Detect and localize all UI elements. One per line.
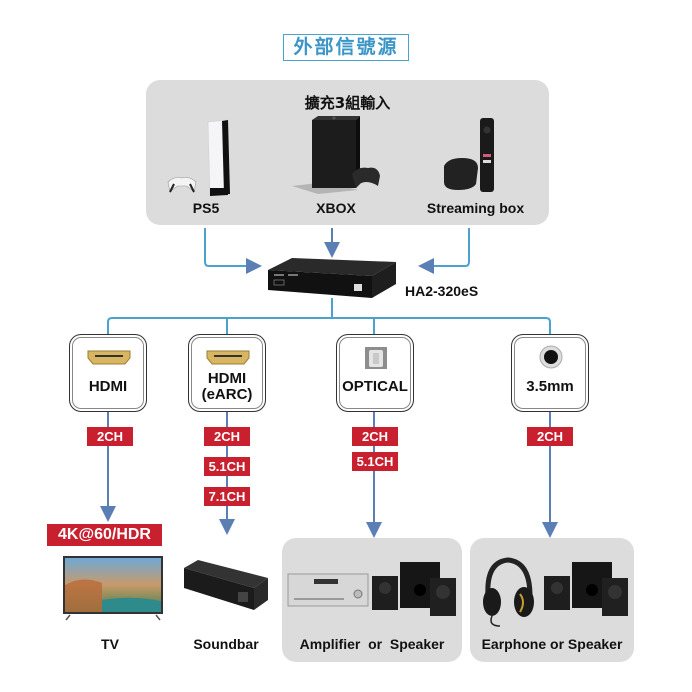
earphone-speaker-panel: Earphone or Speaker — [470, 538, 634, 662]
soundbar-icon — [184, 560, 268, 610]
port-label-optical: OPTICAL — [342, 378, 408, 395]
ps5-console-icon — [167, 119, 230, 197]
headphones-icon — [483, 557, 534, 627]
channel-badge: 2CH — [352, 427, 398, 446]
input-line-streaming — [418, 228, 470, 274]
source-label-streaming-box: Streaming box — [426, 200, 525, 216]
destination-label-tv: TV — [101, 636, 119, 652]
switch-device-icon — [268, 258, 396, 298]
audio-jack-icon — [539, 345, 563, 369]
output-port-optical: OPTICAL — [336, 334, 414, 412]
output-bus — [107, 298, 551, 334]
output-port-hdmi: HDMI — [69, 334, 147, 412]
channel-badge: 5.1CH — [204, 457, 250, 476]
xbox-console-icon — [292, 116, 380, 194]
channel-badge: 2CH — [204, 427, 250, 446]
port-label-hdmi-earc-line1: HDMI — [207, 370, 247, 387]
destination-label-earphone: Earphone or Speaker — [481, 636, 623, 652]
tv-resolution-badge: 4K@60/HDR — [47, 524, 162, 546]
hdmi-port-icon — [206, 350, 250, 365]
destination-label-amplifier: Amplifier or Speaker — [299, 636, 445, 652]
input-line-ps5 — [204, 228, 262, 274]
speaker-icon — [544, 562, 628, 616]
source-label-ps5: PS5 — [192, 200, 220, 216]
port-label-hdmi: HDMI — [88, 378, 128, 395]
channel-badge: 2CH — [527, 427, 573, 446]
speaker-icon — [372, 562, 456, 616]
device-model-label: HA2-320eS — [405, 283, 479, 299]
port-label-hdmi-earc-line2: (eARC) — [201, 386, 253, 403]
channel-badge: 7.1CH — [204, 487, 250, 506]
tv-icon — [63, 556, 163, 621]
input-sources-panel: 擴充3組輸入 PS5 XBOX Streaming box — [146, 80, 549, 225]
source-label-xbox: XBOX — [316, 200, 356, 216]
hdmi-port-icon — [87, 350, 131, 365]
amplifier-speaker-panel: Amplifier or Speaker — [282, 538, 462, 662]
port-label-35mm: 3.5mm — [526, 378, 574, 395]
streaming-box-icon — [444, 118, 494, 192]
amplifier-icon — [287, 573, 369, 607]
page-title: 外部信號源 — [283, 34, 409, 61]
optical-port-icon — [365, 347, 387, 369]
channel-badge: 2CH — [87, 427, 133, 446]
destination-label-soundbar: Soundbar — [193, 636, 259, 652]
output-port-35mm: 3.5mm — [511, 334, 589, 412]
channel-badge: 5.1CH — [352, 452, 398, 471]
sources-title: 擴充3組輸入 — [304, 94, 391, 112]
output-port-hdmi-earc: HDMI (eARC) — [188, 334, 266, 412]
